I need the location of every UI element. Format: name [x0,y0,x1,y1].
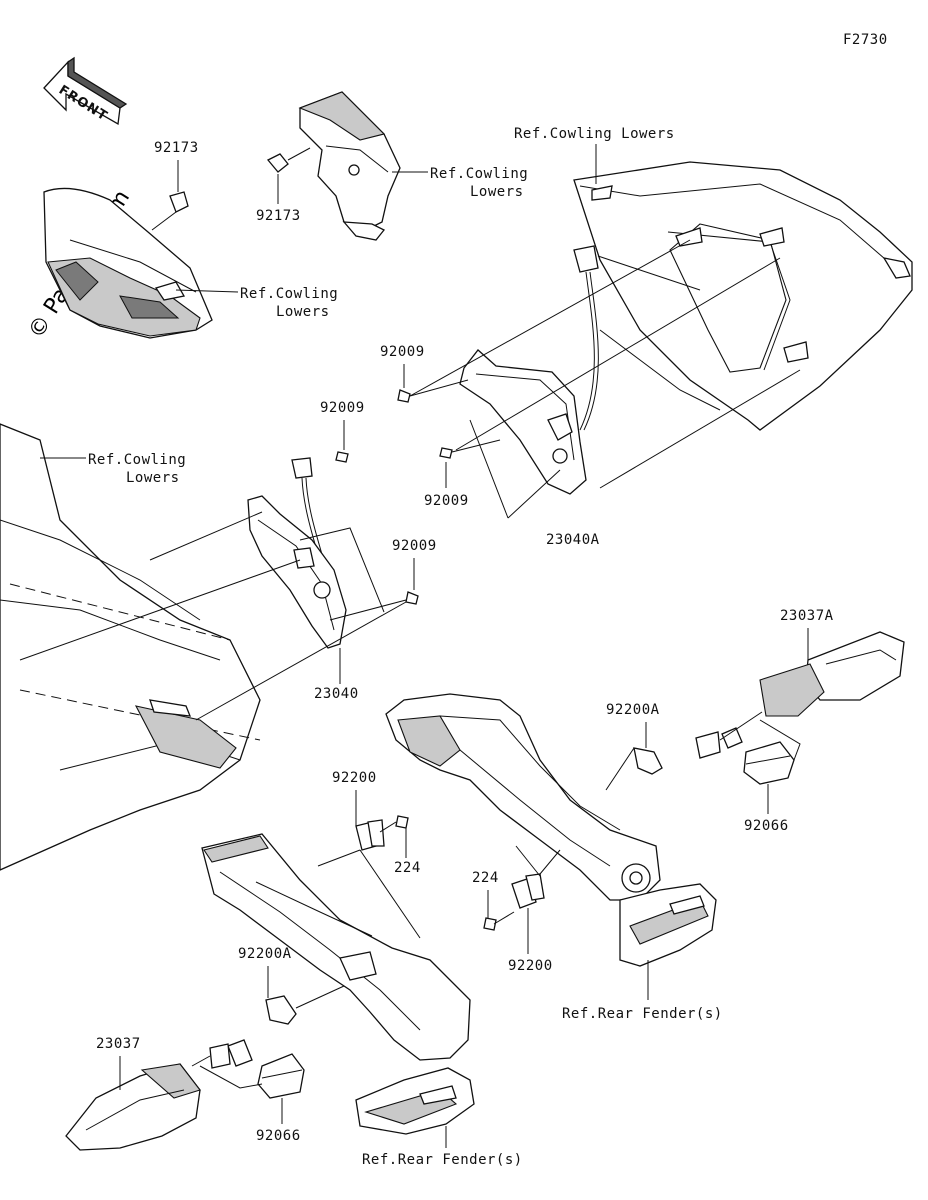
bracket-23040a [459,349,587,495]
label-92173-a: 92173 [154,140,199,156]
cowling-lower-right [573,161,913,431]
rear-fender-right [619,883,717,967]
grommet-92066-left [257,1053,305,1099]
figure-code: F2730 [843,32,888,48]
screw-224-left [379,815,409,833]
turn-signal-23037 [65,1039,253,1151]
label-92009-b: 92009 [424,493,469,509]
label-224-left: 224 [394,860,421,876]
label-23037: 23037 [96,1036,141,1052]
label-ref-cowling-big-1: Ref.Cowling [88,452,186,468]
nut-92200-right [511,873,545,909]
label-ref-cowling-big-2: Lowers [126,470,180,486]
clip-92173-top [266,147,311,173]
rear-fender-left [355,1067,475,1135]
label-92200a-left: 92200A [238,946,292,962]
label-92066-left: 92066 [256,1128,301,1144]
label-92200-right: 92200 [508,958,553,974]
front-direction-arrow: FRONT [43,56,128,126]
plate-92200a-left [265,985,345,1025]
label-ref-cowling-right: Ref.Cowling Lowers [514,126,675,142]
label-92009-a: 92009 [380,344,425,360]
label-23040a: 23040A [546,532,600,548]
cowling-lower-left-fragment [43,187,213,339]
label-92009-c: 92009 [320,400,365,416]
label-ref-cowling-left-1: Ref.Cowling [240,286,338,302]
rear-fender-bracket-left [201,833,471,1061]
bracket-23040 [247,495,347,649]
cowling-lower-large [0,423,261,871]
grommet-92066-right [743,741,795,785]
label-92066-right: 92066 [744,818,789,834]
label-ref-cowling-top-1: Ref.Cowling [430,166,528,182]
rear-fender-bracket-right [385,693,661,901]
cowling-bracket-top [298,91,401,241]
label-92009-d: 92009 [392,538,437,554]
label-ref-rear-fender-left: Ref.Rear Fender(s) [362,1152,523,1168]
label-92173-b: 92173 [256,208,301,224]
label-23040: 23040 [314,686,359,702]
label-92200-left: 92200 [332,770,377,786]
label-ref-cowling-top-2: Lowers [470,184,524,200]
screw-224-right [483,911,515,931]
clip-92173-left [151,191,189,231]
label-ref-cowling-left-2: Lowers [276,304,330,320]
turn-signal-23037a [695,631,905,759]
plate-92200a-right [605,747,663,791]
label-ref-rear-fender-right: Ref.Rear Fender(s) [562,1006,723,1022]
label-23037a: 23037A [780,608,834,624]
turn-signal-wire-right [573,245,599,431]
label-92200a-right: 92200A [606,702,660,718]
nut-92200-left [355,819,385,851]
label-224-right: 224 [472,870,499,886]
